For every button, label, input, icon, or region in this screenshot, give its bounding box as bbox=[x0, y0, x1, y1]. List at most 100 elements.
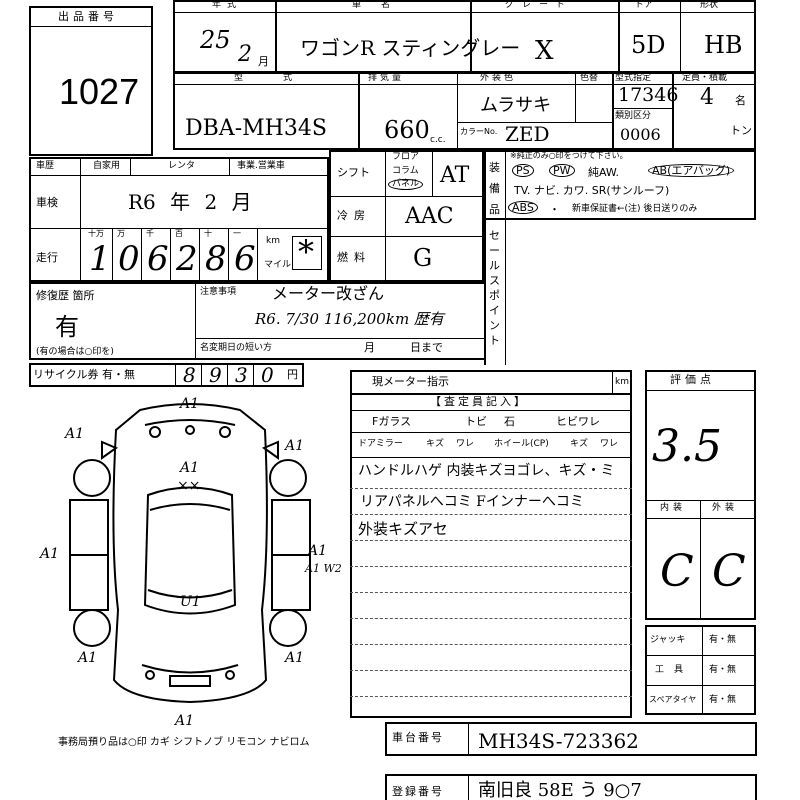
capacity-value: 4 bbox=[700, 85, 714, 110]
mileage-unit-label: 一 bbox=[233, 229, 241, 238]
shift-column: コラム bbox=[392, 166, 419, 176]
mileage-mark-box bbox=[292, 236, 322, 270]
mirror-scratch: キズ bbox=[426, 439, 445, 449]
ruled-line bbox=[350, 696, 632, 697]
shift-value: AT bbox=[440, 163, 470, 188]
month-value: 2 bbox=[238, 42, 252, 67]
recycle-digit: 3 bbox=[235, 363, 248, 387]
ac-value: AAC bbox=[405, 204, 454, 229]
evaluation-score: 3.5 bbox=[652, 421, 722, 472]
history-block bbox=[29, 157, 329, 282]
recycle-digit-cell: 9 bbox=[201, 363, 227, 387]
private-use-label: 自家用 bbox=[93, 161, 121, 171]
exterior-score: C bbox=[712, 546, 746, 597]
equip-airbag: AB(エアバッグ) bbox=[648, 164, 735, 177]
rental-label: レンタ bbox=[168, 161, 196, 171]
diagram-mark-rear-right: A1 bbox=[283, 650, 304, 666]
ruled-line bbox=[350, 618, 632, 619]
chassis-value: MH34S-723362 bbox=[478, 729, 639, 753]
exterior-label: 外装 bbox=[712, 503, 739, 513]
meter-label: 現メーター指示 bbox=[372, 375, 449, 388]
wheel-break: ワレ bbox=[600, 439, 619, 449]
diagram-mark-front: A1 bbox=[178, 396, 199, 412]
mirror-break: ワレ bbox=[456, 439, 475, 449]
wheel-label: ホイール(CP) bbox=[494, 439, 549, 449]
color-value: ムラサキ bbox=[480, 95, 552, 116]
inspector-note-3: 外装キズアセ bbox=[358, 520, 448, 538]
ton-unit: トン bbox=[730, 124, 752, 137]
registration-label: 登録番号 bbox=[392, 785, 444, 798]
notes-line2: R6. 7/30 116,200km 歴有 bbox=[255, 310, 444, 328]
equip-aw: 純AW. bbox=[588, 166, 620, 179]
tools-options: 有・無 bbox=[709, 665, 737, 675]
month-unit: 月 bbox=[258, 55, 269, 68]
recycle-digit: 9 bbox=[209, 363, 222, 387]
wheel-scratch: キズ bbox=[570, 439, 589, 449]
deadline-month: 月 bbox=[364, 341, 375, 354]
spec-block bbox=[329, 150, 484, 282]
equipment-note: ※純正のみ○印をつけて下さい。 bbox=[510, 151, 628, 160]
inspector-note-2: リアパネルへコミ Fインナーへコミ bbox=[360, 494, 584, 510]
car-name-value: ワゴンR スティングレー bbox=[300, 36, 521, 60]
spare-options: 有・無 bbox=[709, 695, 737, 705]
category-label: 類別区分 bbox=[615, 111, 652, 121]
type-designation-value: 17346 bbox=[618, 84, 679, 106]
diagram-mark-right-rear-side: A1 W2 bbox=[304, 562, 342, 575]
mileage-digit: 2 bbox=[176, 239, 198, 279]
displacement-label: 排気量 bbox=[368, 73, 405, 83]
f-glass-chip: トビ bbox=[465, 415, 487, 428]
inspection-value: R6 年 2 月 bbox=[128, 190, 252, 214]
capacity-unit: 名 bbox=[735, 94, 746, 107]
business-use-label: 事業.営業車 bbox=[237, 161, 285, 171]
ruled-line bbox=[350, 514, 632, 515]
mileage-digit: 0 bbox=[118, 239, 140, 279]
grade-label: グレード bbox=[505, 0, 574, 10]
recycle-label: リサイクル券 有・無 bbox=[33, 368, 135, 381]
history-label: 車歴 bbox=[36, 161, 55, 171]
lot-number-box bbox=[29, 6, 153, 156]
repair-notes-block bbox=[29, 282, 486, 360]
shift-floor: フロア bbox=[392, 152, 420, 162]
model-row bbox=[173, 72, 756, 150]
type-designation-label: 型式指定 bbox=[615, 73, 652, 83]
ruled-line bbox=[350, 540, 632, 541]
model-value: DBA-MH34S bbox=[185, 116, 327, 141]
f-glass-stone: 石 bbox=[504, 415, 515, 428]
mileage-label: 走行 bbox=[36, 251, 58, 264]
capacity-label: 定員・積載 bbox=[682, 73, 728, 83]
equip-warranty: 新車保証書←(注) 後日送りのみ bbox=[572, 204, 698, 214]
mileage-digit: 1 bbox=[89, 239, 111, 279]
inspector-block bbox=[350, 370, 632, 718]
recycle-digit-cell: 0 bbox=[253, 363, 279, 387]
equip-line2: TV. ナビ. カワ. SR(サンルーフ) bbox=[514, 184, 670, 197]
evaluation-label: 評価点 bbox=[670, 373, 715, 386]
recycle-unit: 円 bbox=[287, 368, 298, 381]
color-change-label: 色替 bbox=[580, 73, 599, 83]
recycle-digit-cell: 8 bbox=[175, 363, 201, 387]
meter-unit: km bbox=[615, 377, 629, 387]
shape-label: 形状 bbox=[700, 0, 719, 10]
km-label: km bbox=[266, 236, 280, 246]
color-number-value: ZED bbox=[505, 122, 550, 146]
ruled-line bbox=[350, 566, 632, 567]
notes-label: 注意事項 bbox=[200, 287, 237, 297]
interior-score: C bbox=[660, 546, 694, 597]
displacement-value: 660 bbox=[384, 116, 430, 144]
diagram-mark-rear: A1 bbox=[173, 713, 194, 729]
registration-value: 南旧良 58E う 9○7 bbox=[478, 780, 642, 800]
equip-abs: ABS bbox=[508, 201, 538, 214]
lot-number-value: 1027 bbox=[59, 71, 140, 112]
recycle-digit: 8 bbox=[183, 363, 196, 387]
registration-box bbox=[385, 774, 757, 800]
inspection-label: 車検 bbox=[36, 196, 58, 209]
mirror-label: ドアミラー bbox=[358, 439, 403, 449]
mileage-unit-label: 百 bbox=[175, 229, 183, 238]
deadline-label: 名変期日の短い方 bbox=[200, 343, 273, 353]
repair-value: 有 bbox=[55, 313, 79, 341]
recycle-digit: 0 bbox=[261, 363, 274, 387]
fuel-value: G bbox=[413, 244, 433, 272]
equipment-block bbox=[484, 150, 756, 220]
